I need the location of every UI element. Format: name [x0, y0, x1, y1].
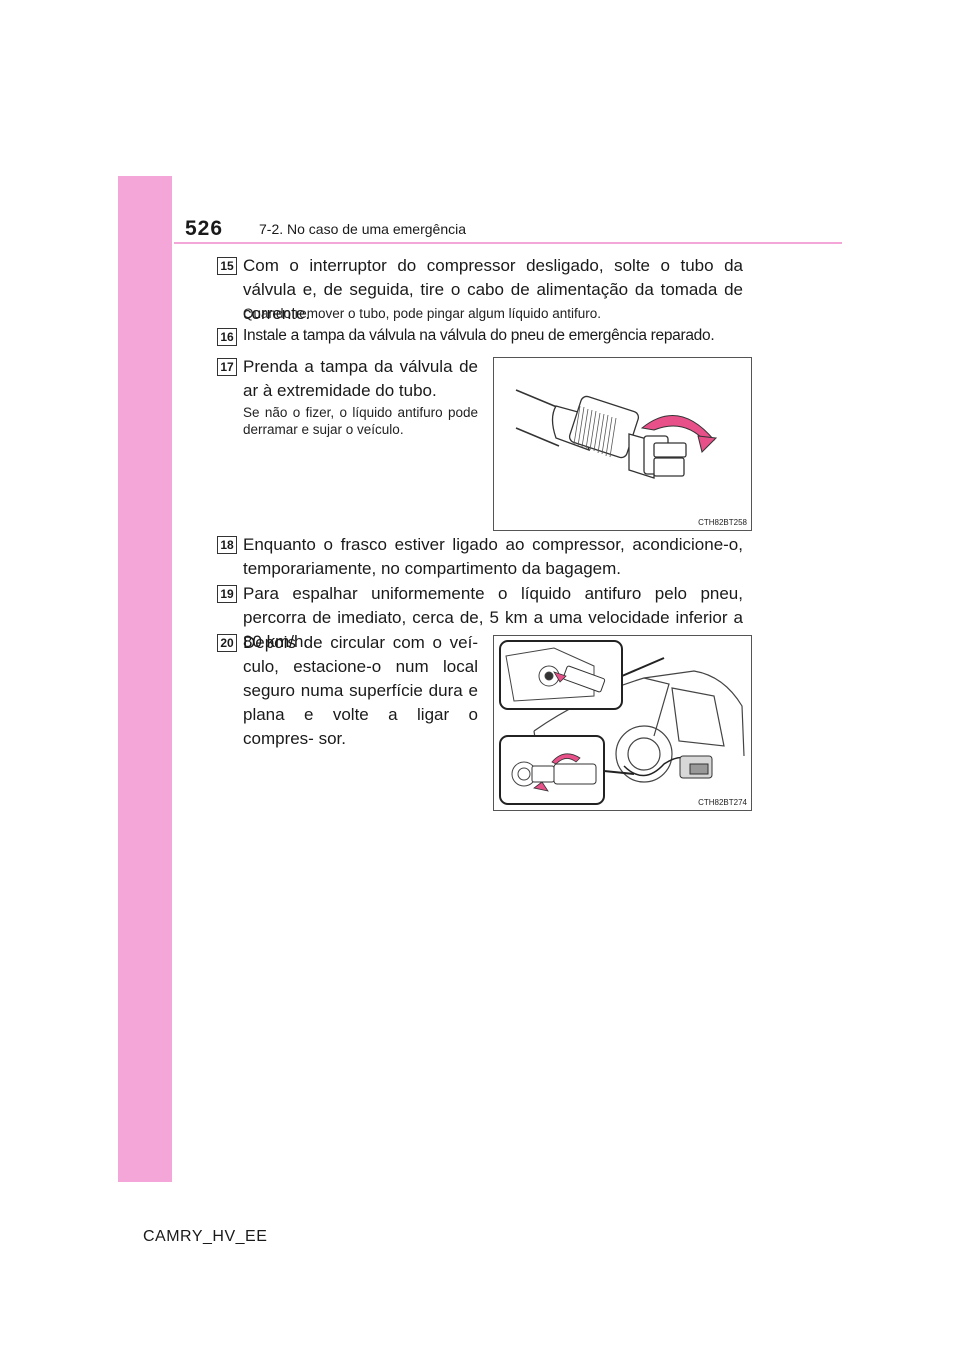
step-number-17: 17 [217, 358, 237, 376]
step-15-text: Com o interruptor do compressor desligad… [243, 256, 743, 323]
chapter-side-tab [118, 176, 172, 1182]
compressor-reconnect-figure: CTH82BT274 [493, 635, 752, 811]
step-19-text: Para espalhar uniformemente o líquido an… [243, 584, 743, 651]
footer-model-code: CAMRY_HV_EE [143, 1228, 268, 1245]
step-16-text: Instale a tampa da válvula na válvula do… [243, 327, 715, 344]
step-17-note: Se não o fizer, o líquido antifuro pode … [243, 405, 478, 437]
step-18-text: Enquanto o frasco estiver ligado ao comp… [243, 535, 743, 578]
page-number: 526 [185, 217, 224, 240]
valve-cap-figure: CTH82BT258 [493, 357, 752, 531]
figure-code: CTH82BT274 [698, 798, 747, 807]
step-15-note: Quando remover o tubo, pode pingar algum… [243, 306, 601, 321]
step-number-15: 15 [217, 257, 237, 275]
step-20-text: Depois de circular com o veí- culo, esta… [243, 633, 478, 748]
step-number-19: 19 [217, 585, 237, 603]
figure-code: CTH82BT258 [698, 518, 747, 527]
step-number-18: 18 [217, 536, 237, 554]
hose-end-valve-cap-illustration [515, 389, 718, 479]
car-compressor-illustration [499, 640, 745, 805]
section-title: 7-2. No caso de uma emergência [259, 221, 466, 237]
step-17-text: Prenda a tampa da válvula de ar à extrem… [243, 357, 478, 400]
step-number-16: 16 [217, 328, 237, 346]
header-divider [174, 242, 842, 244]
step-number-20: 20 [217, 634, 237, 652]
